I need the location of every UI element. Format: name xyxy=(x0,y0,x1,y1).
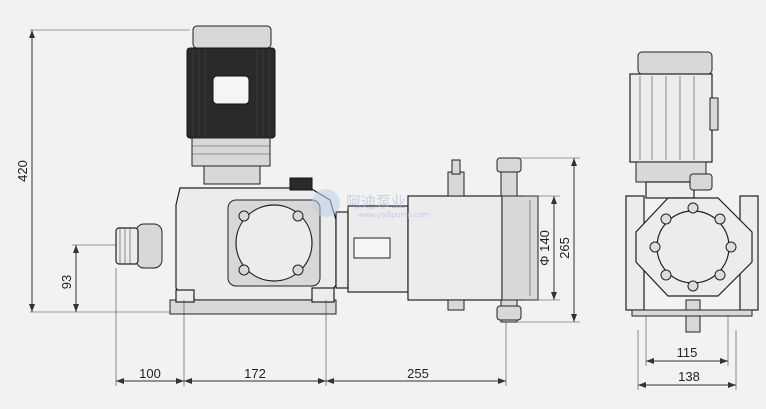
base-foot xyxy=(311,287,335,303)
dim-head-height: 265 xyxy=(557,237,572,259)
oil-cap xyxy=(289,177,313,191)
front-dimensions: 420 93 100 172 255 Φ 140 26 xyxy=(15,29,580,386)
motor xyxy=(186,25,276,185)
dim-side-inner-width: 115 xyxy=(677,345,698,360)
side-outlet-valve xyxy=(689,173,713,191)
cover-bolt xyxy=(238,210,250,222)
front-view xyxy=(115,25,539,323)
side-dimensions: 115 138 xyxy=(637,316,737,390)
cover-bolt xyxy=(238,264,250,276)
stroke-adjuster-boss xyxy=(135,223,163,269)
base-foot xyxy=(175,289,195,303)
dim-head-span: 255 xyxy=(407,366,429,381)
cover-bolt xyxy=(292,264,304,276)
stroke-knob xyxy=(115,227,139,265)
head-cover xyxy=(501,195,539,301)
inlet-valve xyxy=(496,305,522,321)
cover-bolt xyxy=(292,210,304,222)
housing-label-plate xyxy=(353,237,391,259)
motor-top-cap xyxy=(192,25,272,49)
side-motor-cap xyxy=(637,51,713,75)
motor-flange xyxy=(191,137,271,167)
dim-rear-offset: 100 xyxy=(139,366,161,381)
dim-head-diameter: Φ 140 xyxy=(537,230,552,266)
watermark-sub: www.yadipump.com xyxy=(358,211,429,219)
side-terminal-box xyxy=(709,97,719,131)
watermark-logo-icon xyxy=(312,189,340,217)
side-base xyxy=(631,309,753,317)
motor-nameplate xyxy=(212,75,250,105)
plunger-flange xyxy=(335,211,349,289)
watermark-main: 阿迪泵业 xyxy=(346,193,406,211)
dim-motor-span: 172 xyxy=(244,366,266,381)
dim-base-to-center: 93 xyxy=(59,275,74,289)
motor-adapter xyxy=(203,165,261,185)
crank-cover-circle xyxy=(235,204,313,282)
outlet-valve xyxy=(496,157,522,173)
vent-valve xyxy=(447,171,465,197)
side-view xyxy=(625,51,759,333)
side-motor-body xyxy=(629,73,713,163)
dim-side-outer-width: 138 xyxy=(678,369,700,384)
base-plate xyxy=(169,299,337,315)
watermark: 阿迪泵业 www.yadipump.com xyxy=(312,189,429,219)
dim-overall-height: 420 xyxy=(15,160,30,182)
